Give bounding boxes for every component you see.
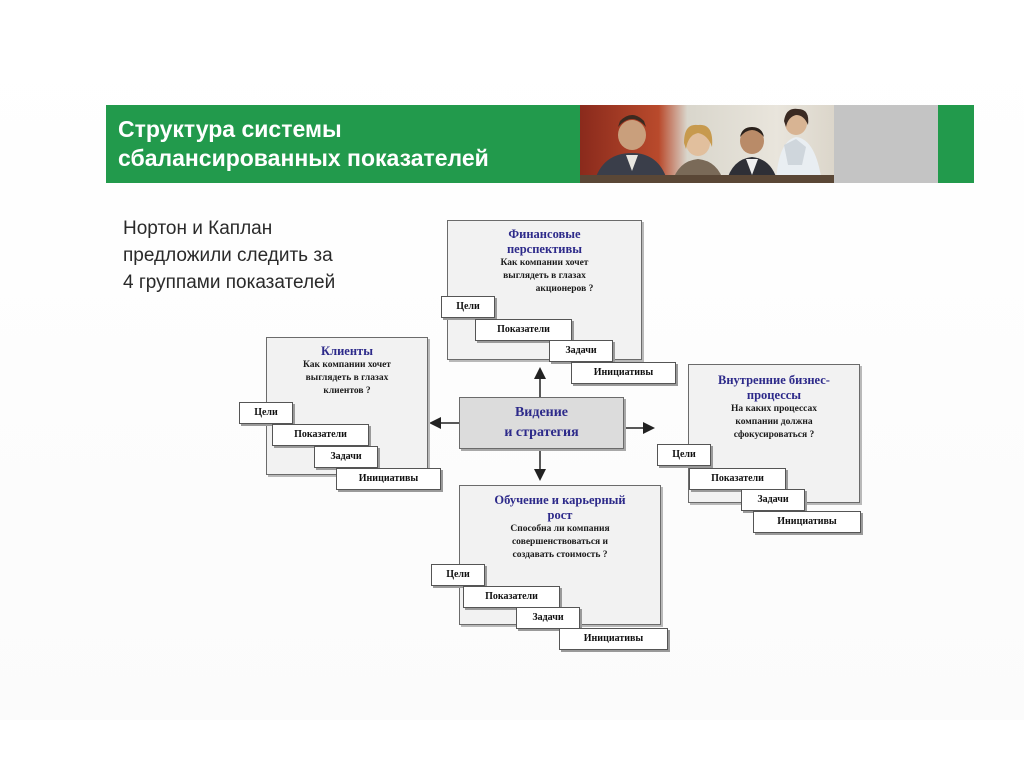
clients-question3: клиентов ?	[267, 385, 427, 398]
clients-tag-tasks: Задачи	[314, 446, 378, 468]
internal-title1: Внутренние бизнес-	[689, 373, 859, 388]
learning-tag-initiatives: Инициативы	[559, 628, 668, 650]
internal-question2: компании должна	[689, 416, 859, 429]
clients-question2: выглядеть в глазах	[267, 372, 427, 385]
learning-title1: Обучение и карьерный	[460, 493, 660, 508]
finance-title2: перспективы	[448, 242, 641, 257]
clients-question1: Как компании хочет	[267, 359, 427, 372]
finance-tag-metrics: Показатели	[475, 319, 572, 341]
clients-tag-goals: Цели	[239, 402, 293, 424]
learning-question2: совершенствоваться и	[460, 536, 660, 549]
learning-tag-goals: Цели	[431, 564, 485, 586]
finance-question3: акционеров ?	[448, 283, 641, 296]
clients-tag-initiatives: Инициативы	[336, 468, 441, 490]
finance-tag-tasks: Задачи	[549, 340, 613, 362]
learning-title2: рост	[460, 508, 660, 523]
internal-question1: На каких процессах	[689, 403, 859, 416]
learning-question3: создавать стоимость ?	[460, 549, 660, 562]
internal-question3: сфокусироваться ?	[689, 429, 859, 442]
learning-tag-metrics: Показатели	[463, 586, 560, 608]
internal-tag-metrics: Показатели	[689, 468, 786, 490]
clients-title1: Клиенты	[267, 344, 427, 359]
learning-tag-tasks: Задачи	[516, 607, 580, 629]
internal-tag-goals: Цели	[657, 444, 711, 466]
internal-tag-tasks: Задачи	[741, 489, 805, 511]
finance-question2: выглядеть в глазах	[448, 270, 641, 283]
finance-tag-initiatives: Инициативы	[571, 362, 676, 384]
finance-tag-goals: Цели	[441, 296, 495, 318]
finance-title1: Финансовые	[448, 227, 641, 242]
vision-line2: и стратегия	[460, 423, 623, 443]
internal-title2: процессы	[689, 388, 859, 403]
clients-tag-metrics: Показатели	[272, 424, 369, 446]
learning-question1: Способна ли компания	[460, 523, 660, 536]
internal-tag-initiatives: Инициативы	[753, 511, 861, 533]
vision-line1: Видение	[460, 403, 623, 423]
finance-question1: Как компании хочет	[448, 257, 641, 270]
vision-strategy-box: Видение и стратегия	[459, 397, 624, 449]
